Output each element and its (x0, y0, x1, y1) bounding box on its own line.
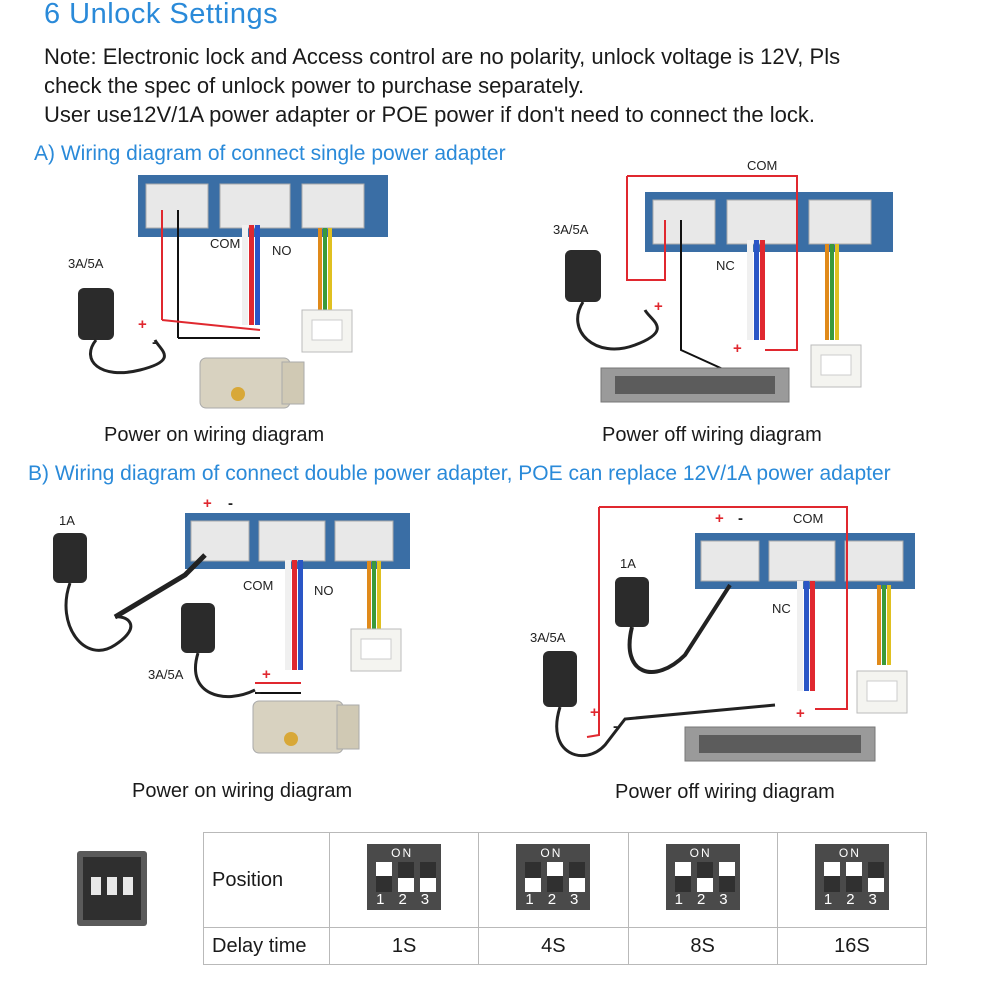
dip-cell-3: ON 123 (627, 832, 778, 928)
dip-cell-1: ON 123 (328, 832, 480, 928)
dip-knob (718, 862, 735, 876)
position-row: Position ON 123 ON 123 ON 123 ON 123 (203, 832, 928, 928)
minus-sign-b-right-2: - (613, 718, 618, 735)
adapter-label-a-right: 3A/5A (553, 222, 589, 237)
note-line-1: Note: Electronic lock and Access control… (44, 44, 841, 69)
com-label-a-left: COM (210, 236, 241, 251)
page-title: 6 Unlock Settings (44, 0, 279, 30)
delay-1: 1S (328, 927, 480, 965)
adapter-small-label-b-left: 1A (59, 513, 75, 528)
dip-cell-4: ON 123 (776, 832, 928, 928)
plus-sign-b-right: + (715, 510, 724, 527)
dip-switch-4: ON 123 (814, 844, 891, 910)
dip-on-label: ON (391, 846, 414, 860)
diagram-b-right-graphic (543, 506, 915, 762)
section-b-heading: B) Wiring diagram of connect double powe… (28, 462, 891, 485)
com-label-b-right: COM (793, 511, 824, 526)
minus-sign-a-left: - (152, 334, 157, 351)
dip-numbers: 123 (823, 891, 891, 908)
dip-switch-table: Position ON 123 ON 123 ON 123 ON 123 Delay t… (203, 832, 928, 965)
caption-b-right: Power off wiring diagram (615, 781, 835, 803)
plus-sign-a-right-2: + (733, 340, 742, 357)
adapter-label-a-left: 3A/5A (68, 256, 104, 271)
dip-numbers: 123 (525, 891, 593, 908)
dip-knob (867, 878, 884, 892)
plus-sign-b-left: + (203, 495, 212, 512)
dip-knob (696, 878, 713, 892)
adapter-big-label-b-right: 3A/5A (530, 630, 566, 645)
caption-a-left: Power on wiring diagram (104, 424, 325, 446)
adapter-small-label-b-right: 1A (620, 556, 636, 571)
caption-a-right: Power off wiring diagram (602, 424, 822, 446)
nc-label-a-right: NC (716, 258, 735, 273)
dip-knob (547, 862, 564, 876)
plus-sign-b-right-2: + (590, 704, 599, 721)
dip-knob (569, 878, 586, 892)
dip-switch-1: ON 123 (367, 844, 444, 910)
minus-sign-b-left-2: - (256, 684, 261, 701)
dip-knob (823, 862, 840, 876)
dip-cell-2: ON 123 (478, 832, 629, 928)
no-label-a-left: NO (272, 243, 292, 258)
dip-switch-photo (77, 851, 147, 926)
section-a-heading: A) Wiring diagram of connect single powe… (34, 142, 506, 165)
dip-numbers: 123 (376, 891, 444, 908)
com-label-a-right: COM (747, 158, 778, 173)
nc-label-b-right: NC (772, 601, 791, 616)
plus-sign-a-left: + (138, 316, 147, 333)
com-label-b-left: COM (243, 578, 274, 593)
dip-on-label: ON (540, 846, 563, 860)
dip-knob (376, 862, 393, 876)
delay-row-label: Delay time (203, 927, 330, 965)
plus-sign-a-right-1: + (654, 298, 663, 315)
no-label-b-left: NO (314, 583, 334, 598)
note-line-3: User use12V/1A power adapter or POE powe… (44, 102, 815, 127)
minus-sign-b-left: - (228, 495, 233, 512)
dip-knob (525, 878, 542, 892)
dip-switch-3: ON 123 (665, 844, 742, 910)
caption-b-left: Power on wiring diagram (132, 780, 353, 802)
dip-knob (420, 878, 437, 892)
adapter-big-label-b-left: 3A/5A (148, 667, 184, 682)
plus-sign-b-left-2: + (262, 666, 271, 683)
minus-sign-b-right: - (738, 510, 743, 527)
diagram-a-right-graphic (565, 175, 893, 403)
dip-on-label: ON (689, 846, 712, 860)
plus-sign-b-right-3: + (796, 705, 805, 722)
delay-4: 16S (776, 927, 928, 965)
diagram-b-left-graphic (53, 513, 410, 754)
delay-row: Delay time 1S 4S 8S 16S (203, 927, 928, 965)
diagram-a-left-graphic (78, 175, 388, 409)
dip-switch-photo-graphic (83, 857, 141, 920)
dip-knob (398, 878, 415, 892)
dip-numbers: 123 (674, 891, 742, 908)
dip-knob (845, 862, 862, 876)
dip-switch-2: ON 123 (516, 844, 593, 910)
dip-on-label: ON (838, 846, 861, 860)
note-line-2: check the spec of unlock power to purcha… (44, 73, 585, 98)
position-row-label: Position (203, 832, 330, 928)
dip-knob (674, 862, 691, 876)
delay-3: 8S (627, 927, 778, 965)
delay-2: 4S (478, 927, 629, 965)
